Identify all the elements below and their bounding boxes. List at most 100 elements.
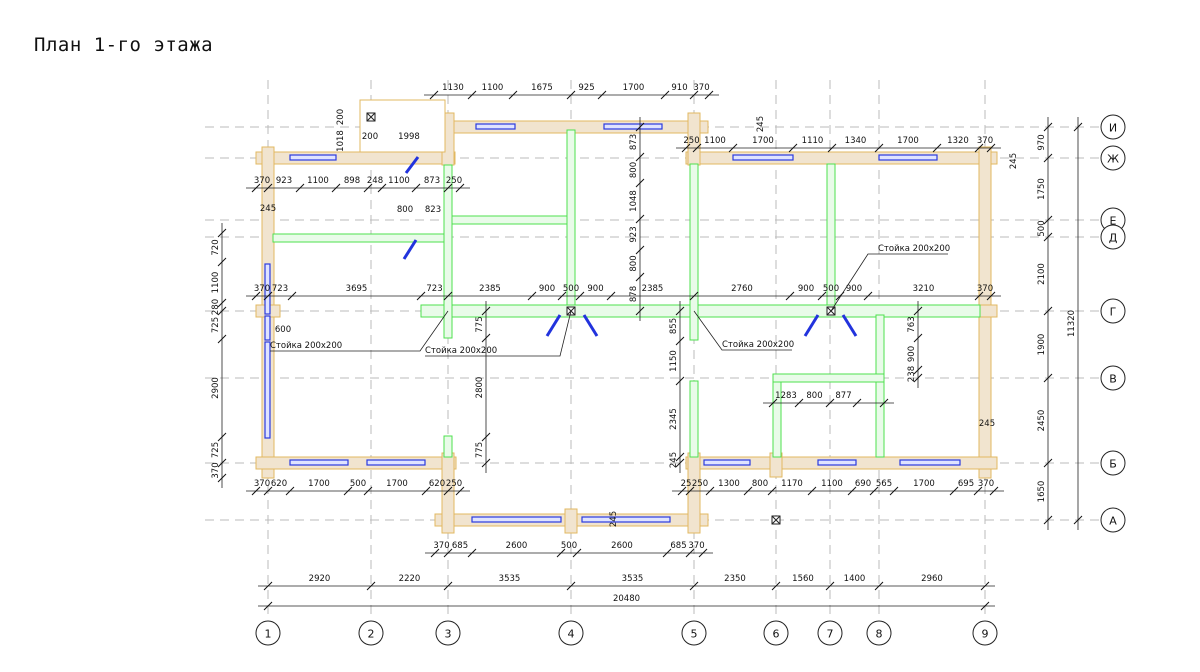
dimension-tick [675,376,685,386]
dimension-label: 2220 [399,574,421,584]
dimension-tick [635,272,645,282]
dimension-label: 370 [254,479,270,489]
dimension-label: 370 [693,83,709,93]
callout-leader [270,310,449,352]
dimension-tick [660,90,670,100]
dimension-tick [980,601,990,611]
column-axis-label: 9 [982,628,989,641]
dimension-tick [974,143,984,153]
axis-bubble [1100,224,1126,250]
axis-bubble [1100,145,1126,171]
axis-bubble [1100,298,1126,324]
door-leaf [841,314,858,337]
dimension-label: 1100 [482,83,504,93]
dimension-label: 877 [835,391,851,401]
dimension-label: 2350 [724,574,746,584]
log-wall [255,151,456,165]
dimension-label: 2345 [669,408,679,430]
dimension-tick [743,486,753,496]
dimension-label: 2960 [921,574,943,584]
log-wall [564,508,578,534]
axis-bubble [972,620,998,646]
window [475,123,516,130]
dimension-label: 620 [429,479,445,489]
partition-wall [566,129,576,306]
dimension-label: 2920 [309,574,331,584]
dimension-tick [217,473,227,483]
dimension-tick [785,291,795,301]
dimension-tick [1043,306,1053,316]
dimension-label: 800 [752,479,768,489]
dimension-tick [913,306,923,316]
dimension-tick [430,548,440,558]
dimension-tick [443,548,453,558]
dimension-label: 900 [587,284,603,294]
dimension-label: 1650 [1037,481,1047,503]
dimension-tick [556,548,566,558]
partition-wall [443,435,453,458]
post-callout-label: Стойка 200х200 [270,341,342,351]
column-axis-label: 1 [265,628,272,641]
dimension-tick [217,257,227,267]
dimension-label: 690 [855,479,871,489]
dimension-tick [366,581,376,591]
dimension-tick [635,178,645,188]
row-axis-label: Г [1110,306,1117,319]
row-axis-label: И [1109,122,1117,135]
dimension-tick [913,365,923,375]
dimension-tick [863,291,873,301]
dimension-tick [949,486,959,496]
dimension-label: 3535 [499,574,521,584]
dimension-label: 370 [254,176,270,186]
callout-leader [830,253,948,312]
dimension-tick [817,291,827,301]
dimension-label: 900 [846,284,862,294]
dimension-tick [827,143,837,153]
dimension-label: 1400 [844,574,866,584]
dimension-label: 1998 [398,132,420,142]
dimension-tick [263,581,273,591]
dimension-label: 2385 [642,284,664,294]
dimension-label: 370 [211,462,221,478]
dimension-tick [635,152,645,162]
dimension-label: 245 [979,419,995,429]
log-wall [255,456,457,470]
dimension-tick [416,291,426,301]
dimension-tick [217,432,227,442]
row-axis-label: А [1109,515,1117,528]
door-leaf [404,156,420,174]
dimension-label: 900 [539,284,555,294]
dimension-label: 600 [275,325,291,335]
dimension-label: 370 [433,541,449,551]
dimension-tick [635,306,645,316]
dimension-tick [767,486,777,496]
axis-bubble [435,620,461,646]
dimension-label: 500 [563,284,579,294]
dimension-label: 2385 [479,284,501,294]
windows [264,112,961,525]
dimension-tick [689,90,699,100]
dimension-label: 723 [272,284,288,294]
dimension-tick [974,291,984,301]
dimension-label: 200 [336,109,346,125]
dimension-label: 1300 [718,479,740,489]
dimension-tick [698,548,708,558]
dimension-label: 725 [211,317,221,333]
dimension-tick [217,306,227,316]
dimension-label: 370 [254,284,270,294]
dimension-label: 1048 [629,190,639,212]
dimension-tick [363,183,373,193]
post-cross-icon [366,112,376,122]
dimension-label: 800 [397,205,413,215]
axis-bubble [255,620,281,646]
log-wall [441,452,455,534]
dimension-tick [557,291,567,301]
callout-leader [425,310,572,357]
dimension-label: 898 [344,176,360,186]
dimension-tick [685,548,695,558]
dimension-tick [263,601,273,611]
dimension-label: 873 [629,134,639,150]
dimension-tick [467,548,477,558]
dimension-tick [429,90,439,100]
column-axis-label: 2 [368,628,375,641]
